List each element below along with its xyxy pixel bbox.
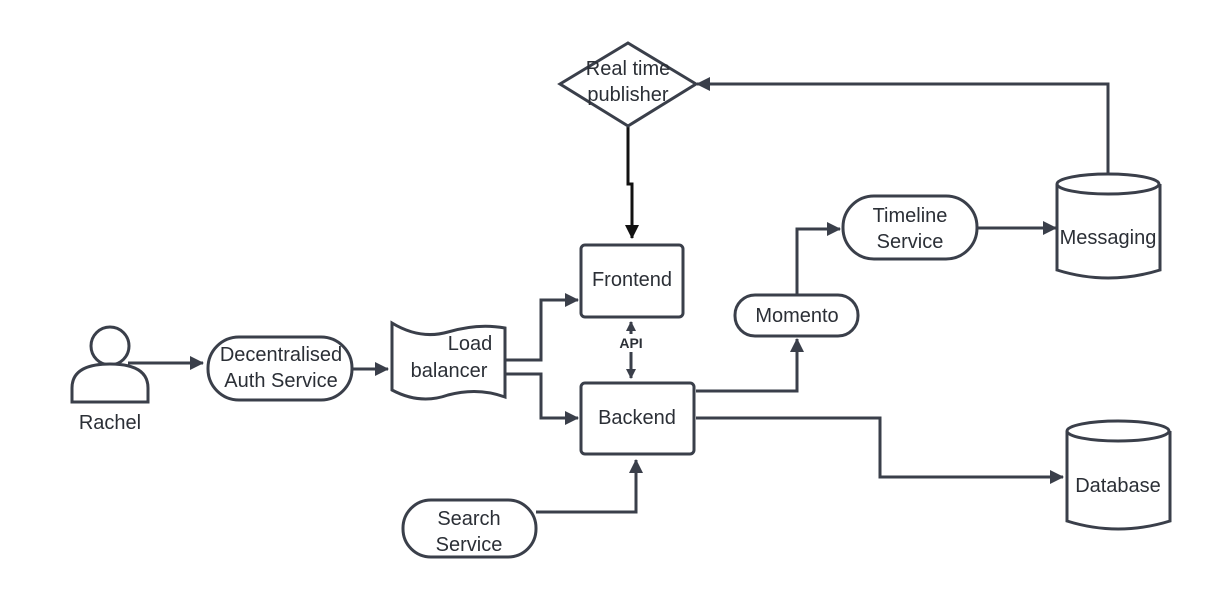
momento-node: Momento — [733, 293, 860, 338]
backend-node: Backend — [579, 381, 696, 456]
api-label: API — [619, 335, 642, 351]
database-node: Database — [1065, 419, 1172, 531]
rachel-label: Rachel — [79, 412, 141, 434]
edge-publisher-frontend — [625, 127, 639, 239]
edge-momento-timeline — [795, 222, 841, 294]
database-label: Database — [1075, 475, 1161, 497]
timeline-service-node: Timeline Service — [841, 194, 979, 261]
auth-service-node: Decentralised Auth Service — [206, 335, 354, 402]
search-service-label-line1: Search — [437, 508, 500, 530]
publisher-node: Real time publisher — [557, 41, 699, 128]
timeline-service-label-line2: Service — [877, 231, 944, 253]
backend-label: Backend — [598, 407, 676, 429]
edge-loadbalancer-frontend — [505, 293, 579, 362]
search-service-label-line2: Service — [436, 534, 503, 556]
load-balancer-label-line1: Load — [448, 333, 493, 355]
edge-backend-database — [696, 416, 1064, 484]
edge-messaging-publisher — [696, 77, 1110, 177]
frontend-node: Frontend — [579, 243, 685, 319]
publisher-label-line2: publisher — [587, 84, 669, 106]
auth-service-label-line2: Auth Service — [224, 370, 337, 392]
auth-service-label-line1: Decentralised — [220, 344, 342, 366]
timeline-service-label-line1: Timeline — [873, 205, 948, 227]
edge-loadbalancer-backend — [505, 372, 579, 425]
load-balancer-label-line2: balancer — [411, 360, 488, 382]
messaging-node: Messaging — [1055, 172, 1162, 280]
load-balancer-node: Load balancer — [390, 320, 507, 401]
actor-head-icon — [89, 325, 131, 367]
edge-backend-momento — [696, 338, 804, 393]
edge-search-backend — [536, 459, 643, 514]
actor-body-icon — [70, 362, 150, 404]
momento-label: Momento — [755, 305, 838, 327]
frontend-label: Frontend — [592, 269, 672, 291]
search-service-node: Search Service — [401, 498, 538, 559]
rachel-actor: Rachel — [70, 325, 150, 434]
messaging-label: Messaging — [1060, 227, 1157, 249]
api-label-bg — [614, 334, 648, 352]
publisher-label-line1: Real time — [586, 58, 670, 80]
